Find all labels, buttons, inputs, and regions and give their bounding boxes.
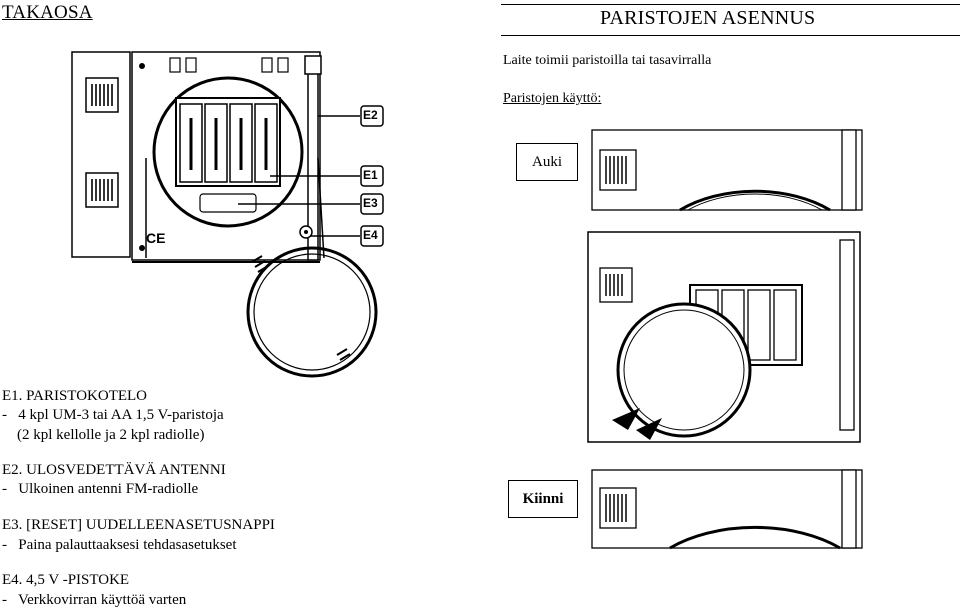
item-e4-line-1: - Verkkovirran käyttöä varten <box>2 592 187 608</box>
closed-state-label: Kiinni <box>508 480 578 518</box>
section-title-paristojen-asennus: PARISTOJEN ASENNUS <box>600 7 816 29</box>
item-e2-title: E2. ULOSVEDETTÄVÄ ANTENNI <box>2 462 226 478</box>
section-title-takaosa: TAKAOSA <box>2 2 93 23</box>
item-e1-title: E1. PARISTOKOTELO <box>2 388 148 404</box>
intro-text: Laite toimii paristoilla tai tasavirrall… <box>503 53 712 68</box>
open-state-label: Auki <box>516 143 578 181</box>
ce-mark-label: CE <box>146 230 166 246</box>
title-rule-box <box>501 4 960 36</box>
callout-e4: E4 <box>363 228 378 242</box>
item-e3-line-1: - Paina palauttaaksesi tehdasasetukset <box>2 537 237 553</box>
callout-e2: E2 <box>363 108 378 122</box>
usage-heading: Paristojen käyttö: <box>503 91 602 106</box>
item-e4-title: E4. 4,5 V -PISTOKE <box>2 572 130 588</box>
item-e1-line-1: - 4 kpl UM-3 tai AA 1,5 V-paristoja <box>2 407 224 423</box>
item-e1-line-2: (2 kpl kellolle ja 2 kpl radiolle) <box>2 427 205 443</box>
callout-e3: E3 <box>363 196 378 210</box>
item-e3-title: E3. [RESET] UUDELLEENASETUSNAPPI <box>2 517 275 533</box>
callout-e1: E1 <box>363 168 378 182</box>
item-e2-line-1: - Ulkoinen antenni FM-radiolle <box>2 481 199 497</box>
